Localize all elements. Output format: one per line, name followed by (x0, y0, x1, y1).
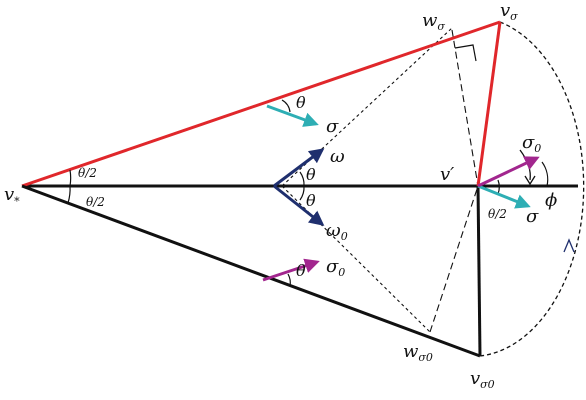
label-omega: ω (330, 146, 345, 167)
label-v-sigma0: vσ0 (470, 368, 495, 391)
angle-arc-bottom-arrow (287, 273, 291, 287)
label-sigma-top: σ (326, 116, 339, 137)
label-theta-bottom-arrow: θ (296, 261, 306, 280)
label-theta-top-arrow: θ (296, 93, 306, 112)
angle-arc-top-arrow (281, 99, 291, 113)
label-theta-half-top: θ/2 (78, 166, 97, 180)
red-line-vsigma-vprime (476, 21, 502, 187)
omega-arrow (273, 148, 325, 188)
label-theta-half-right: θ/2 (488, 207, 507, 221)
dashed-circle-arc (479, 21, 585, 357)
label-w-sigma: wσ (422, 10, 445, 33)
label-sigma0-right: σ0 (522, 132, 541, 155)
angle-arc-vstar-top (69, 169, 72, 187)
label-sigma-right: σ (526, 206, 539, 227)
omega0-arrow (273, 184, 325, 226)
label-v-star: v* (4, 184, 20, 208)
black-line-vstar-vsigma0 (21, 184, 481, 358)
sigma0-arrow-bottom (262, 258, 320, 282)
sigma-arrow-top (266, 104, 319, 127)
dashed-line-wsigma0-vprime (429, 185, 479, 333)
label-omega0: ω0 (326, 220, 348, 243)
label-w-sigma0: wσ0 (403, 341, 433, 364)
black-line-vprime-vsigma0 (476, 185, 482, 357)
sigma-arrow-right (477, 184, 531, 209)
label-v-sigma: vσ (500, 0, 518, 23)
dashed-line-wsigma-vprime (451, 29, 479, 187)
label-v-prime: v′ (440, 164, 454, 185)
angle-arc-vstar-bottom (67, 185, 71, 204)
arc-direction-arrow (563, 238, 575, 253)
label-phi: ϕ (545, 190, 557, 211)
label-theta-center-lower: θ (306, 191, 316, 210)
angle-arc-center-top (299, 171, 305, 187)
angle-arc-center-bottom (299, 185, 305, 201)
dotted-line-bottom (281, 185, 431, 333)
label-theta-center-upper: θ (306, 165, 316, 184)
right-angle-marker (454, 44, 477, 62)
red-line-vstar-vsigma (21, 20, 501, 188)
label-sigma0-bottom: σ0 (326, 256, 345, 279)
label-theta-half-bottom: θ/2 (86, 195, 105, 209)
sigma0-arrow-right (477, 156, 540, 188)
angle-arc-phi (541, 161, 549, 187)
curved-arrow-head (524, 175, 536, 186)
